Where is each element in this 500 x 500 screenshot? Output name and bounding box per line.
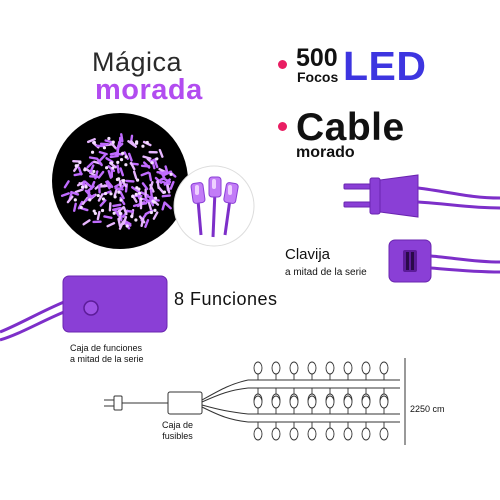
plug-title: Clavija bbox=[285, 246, 331, 263]
control-box-label-line2: a mitad de la serie bbox=[70, 354, 144, 364]
fuse-box-label-line2: fusibles bbox=[162, 431, 193, 441]
led-count-unit: Focos bbox=[297, 69, 339, 85]
product-name-line1: Mágica bbox=[92, 47, 183, 77]
cable-color: morado bbox=[296, 144, 355, 161]
fuse-box-label: Caja de fusibles bbox=[162, 420, 193, 442]
led-type: LED bbox=[343, 43, 427, 89]
plug-male bbox=[343, 174, 500, 218]
functions-label: 8 Funciones bbox=[174, 289, 278, 309]
led-bulbs-closeup bbox=[173, 165, 255, 247]
cable-title: Cable bbox=[296, 106, 405, 149]
function-control-box bbox=[0, 275, 168, 342]
led-cluster-photo bbox=[52, 113, 188, 249]
bullet-icon bbox=[278, 60, 287, 69]
length-label: 2250 cm bbox=[410, 404, 445, 414]
fuse-box-label-line1: Caja de bbox=[162, 420, 194, 430]
control-box-label-line1: Caja de funciones bbox=[70, 343, 143, 353]
plug-female-connector bbox=[388, 239, 500, 283]
plug-subtitle: a mitad de la serie bbox=[285, 267, 367, 278]
bullet-icon bbox=[278, 122, 287, 131]
product-name-line2: morada bbox=[95, 74, 203, 106]
control-box-label: Caja de funciones a mitad de la serie bbox=[70, 343, 144, 365]
wiring-diagram bbox=[104, 358, 406, 445]
led-count: 500 bbox=[296, 44, 338, 72]
